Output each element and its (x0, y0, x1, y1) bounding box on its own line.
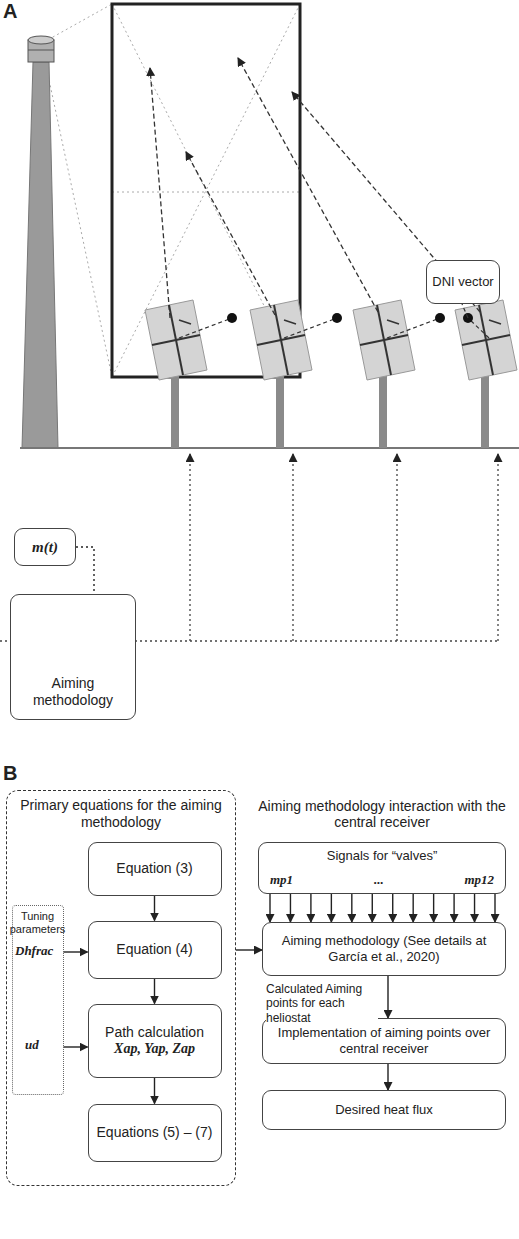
mirror (145, 300, 207, 380)
mirror-frame (284, 320, 296, 324)
process-box: Aiming methodology (See details at Garcí… (262, 922, 506, 976)
section-heading: Aiming methodology interaction with the … (258, 798, 506, 830)
valve-signal-arrow (494, 894, 495, 922)
mirror-frame (169, 305, 183, 375)
connector (154, 979, 155, 1004)
process-box: m(t) (14, 528, 76, 566)
mirror (250, 300, 312, 380)
normal-line (284, 318, 337, 338)
mirror-frame (274, 305, 288, 375)
connector (236, 949, 262, 950)
box-text: Equation (3) (116, 860, 192, 877)
valve-signal-arrow (351, 894, 352, 922)
panel-letter: A (3, 0, 17, 23)
connector (76, 547, 94, 594)
valve-signal-arrow (290, 894, 291, 922)
connector (154, 896, 155, 921)
box-text: Desired heat flux (335, 1102, 433, 1118)
box-text: Primary equations for the aiming methodo… (12, 797, 230, 831)
box-text: Equations (5) – (7) (97, 1124, 213, 1141)
valve-signal-arrow (433, 894, 434, 922)
box-text: Signals for “valves” (327, 848, 438, 864)
mirror (455, 300, 517, 380)
mirror-frame (387, 320, 399, 324)
mirror-frame (489, 320, 501, 324)
connector (64, 1046, 88, 1047)
pole (171, 372, 179, 448)
connector (387, 1064, 388, 1090)
box-text: Aiming methodology (16, 675, 130, 709)
pole (276, 372, 284, 448)
signal-name: mp12 (464, 872, 494, 888)
process-box: DNI vector (426, 260, 500, 304)
parameter-name: ud (25, 1037, 39, 1053)
signal-name: Xap, Yap, Zap (114, 1041, 195, 1058)
valve-signal-arrow (372, 894, 373, 922)
heliostats (145, 300, 517, 448)
dni-leader (462, 304, 468, 318)
box-text: DNI vector (432, 274, 493, 290)
parameter-name: Dhfrac (15, 943, 53, 959)
panel-letter: B (3, 762, 17, 785)
valve-signal-arrow (392, 894, 393, 922)
edge-label: Calculated Aiming points for each helios… (266, 982, 378, 1025)
mirror (353, 300, 415, 380)
valve-signal-arrow (474, 894, 475, 922)
normal-line (179, 318, 232, 338)
signal-name: ... (374, 872, 384, 888)
pole (481, 372, 489, 448)
mirror-frame (179, 320, 191, 324)
box-text: Implementation of aiming points over cen… (268, 1025, 500, 1056)
connector (387, 976, 388, 1018)
signal-name: mp1 (270, 872, 293, 888)
process-box: Desired heat flux (262, 1090, 506, 1130)
ground (20, 447, 519, 449)
sun-dot (435, 313, 445, 323)
valve-signal-arrow (331, 894, 332, 922)
valve-signal-arrow (412, 894, 413, 922)
normal-line (387, 318, 440, 338)
process-box: Aiming methodology (10, 594, 136, 720)
process-box: Equation (3) (88, 842, 222, 896)
sun-dot (227, 313, 237, 323)
tower (22, 36, 58, 448)
box-text: Aiming methodology (See details at Garcí… (268, 933, 500, 964)
sun-dot (332, 313, 342, 323)
signal-row: mp1... mp12 (264, 872, 500, 888)
process-box: Equations (5) – (7) (88, 1104, 222, 1162)
box-text: Tuning parameters (10, 910, 66, 936)
process-box: Signals for “valves” mp1... mp12 (258, 842, 506, 894)
process-box: Equation (4) (88, 921, 222, 979)
connector (154, 1078, 155, 1104)
mirror-frame (479, 305, 493, 375)
process-box: Path calculationXap, Yap, Zap (88, 1004, 222, 1078)
box-text: Path calculation (105, 1024, 204, 1041)
pole (379, 372, 387, 448)
valve-signal-arrow (453, 894, 454, 922)
valve-signal-arrow (310, 894, 311, 922)
connector (269, 894, 270, 922)
mirror-frame (377, 305, 391, 375)
group-box: Primary equations for the aiming methodo… (6, 790, 236, 1186)
box-text: m(t) (32, 538, 58, 556)
box-text: Equation (4) (116, 941, 192, 958)
parameter-box: Tuning parameters (12, 905, 64, 1095)
connector (64, 951, 88, 952)
